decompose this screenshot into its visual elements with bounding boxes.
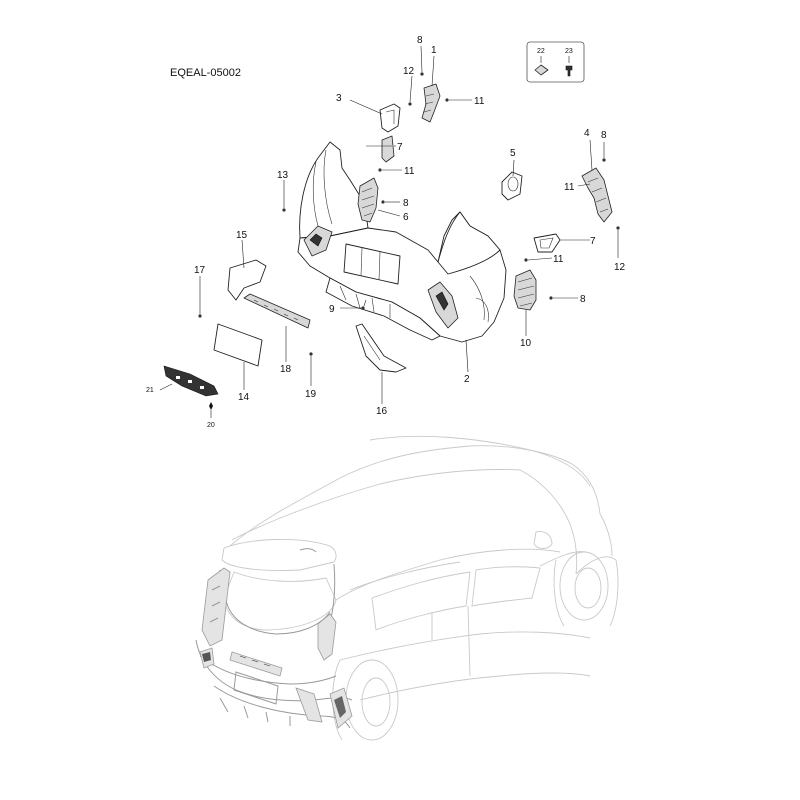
bracket-15 [227,259,267,301]
callout-11a: 11 [474,96,485,107]
callout-15: 15 [236,230,248,241]
callout-8a: 8 [417,35,423,46]
callout-13: 13 [277,170,289,181]
vehicle-rear-bumper [195,548,353,729]
callout-19: 19 [305,389,317,400]
legend-box: 22 23 [526,41,585,83]
diagram-code: EQEAL-05002 [170,67,241,79]
callout-14: 14 [238,392,250,403]
callout-12a: 12 [403,66,415,77]
callout-8c: 8 [601,130,607,141]
bracket-6 [357,177,379,223]
fasteners [198,72,620,410]
bracket-3 [379,103,401,133]
clip-22-icon [534,64,549,76]
bracket-21 [163,365,219,397]
callout-16: 16 [376,406,388,417]
vehicle-outline [221,435,619,741]
callout-8b: 8 [403,198,409,209]
bracket-4 [581,167,613,223]
callout-5: 5 [510,148,516,159]
screw-23-icon [565,65,573,77]
callout-20: 20 [207,422,215,429]
legend-label-23: 23 [565,48,573,55]
rear-bumper-cover [297,141,507,343]
callout-11c: 11 [564,182,575,193]
callout-12b: 12 [614,262,626,273]
callout-4: 4 [584,128,590,139]
callout-18: 18 [280,364,292,375]
callout-8d: 8 [580,294,586,305]
callout-17: 17 [194,265,206,276]
legend-label-22: 22 [537,48,545,55]
callout-7a: 7 [397,142,403,153]
callout-11d: 11 [553,254,564,265]
bracket-10 [513,269,537,311]
license-plate-14 [213,323,263,367]
trim-ring-7 [533,233,561,253]
callout-9: 9 [329,304,335,315]
callout-6: 6 [403,212,409,223]
cap-5 [501,171,523,201]
clip-7-upper [381,135,395,163]
leader-lines [159,45,619,418]
callout-1: 1 [431,45,437,56]
callout-11b: 11 [404,166,415,177]
callout-3: 3 [336,93,342,104]
callouts: 1 8 12 11 3 7 11 8 6 13 5 4 8 11 7 12 11… [146,35,626,429]
callout-7b: 7 [590,236,596,247]
skid-16 [355,323,407,373]
callout-2: 2 [464,374,470,385]
callout-21: 21 [146,387,154,394]
bracket-1 [421,83,441,123]
strip-18 [243,293,311,329]
callout-10: 10 [520,338,532,349]
